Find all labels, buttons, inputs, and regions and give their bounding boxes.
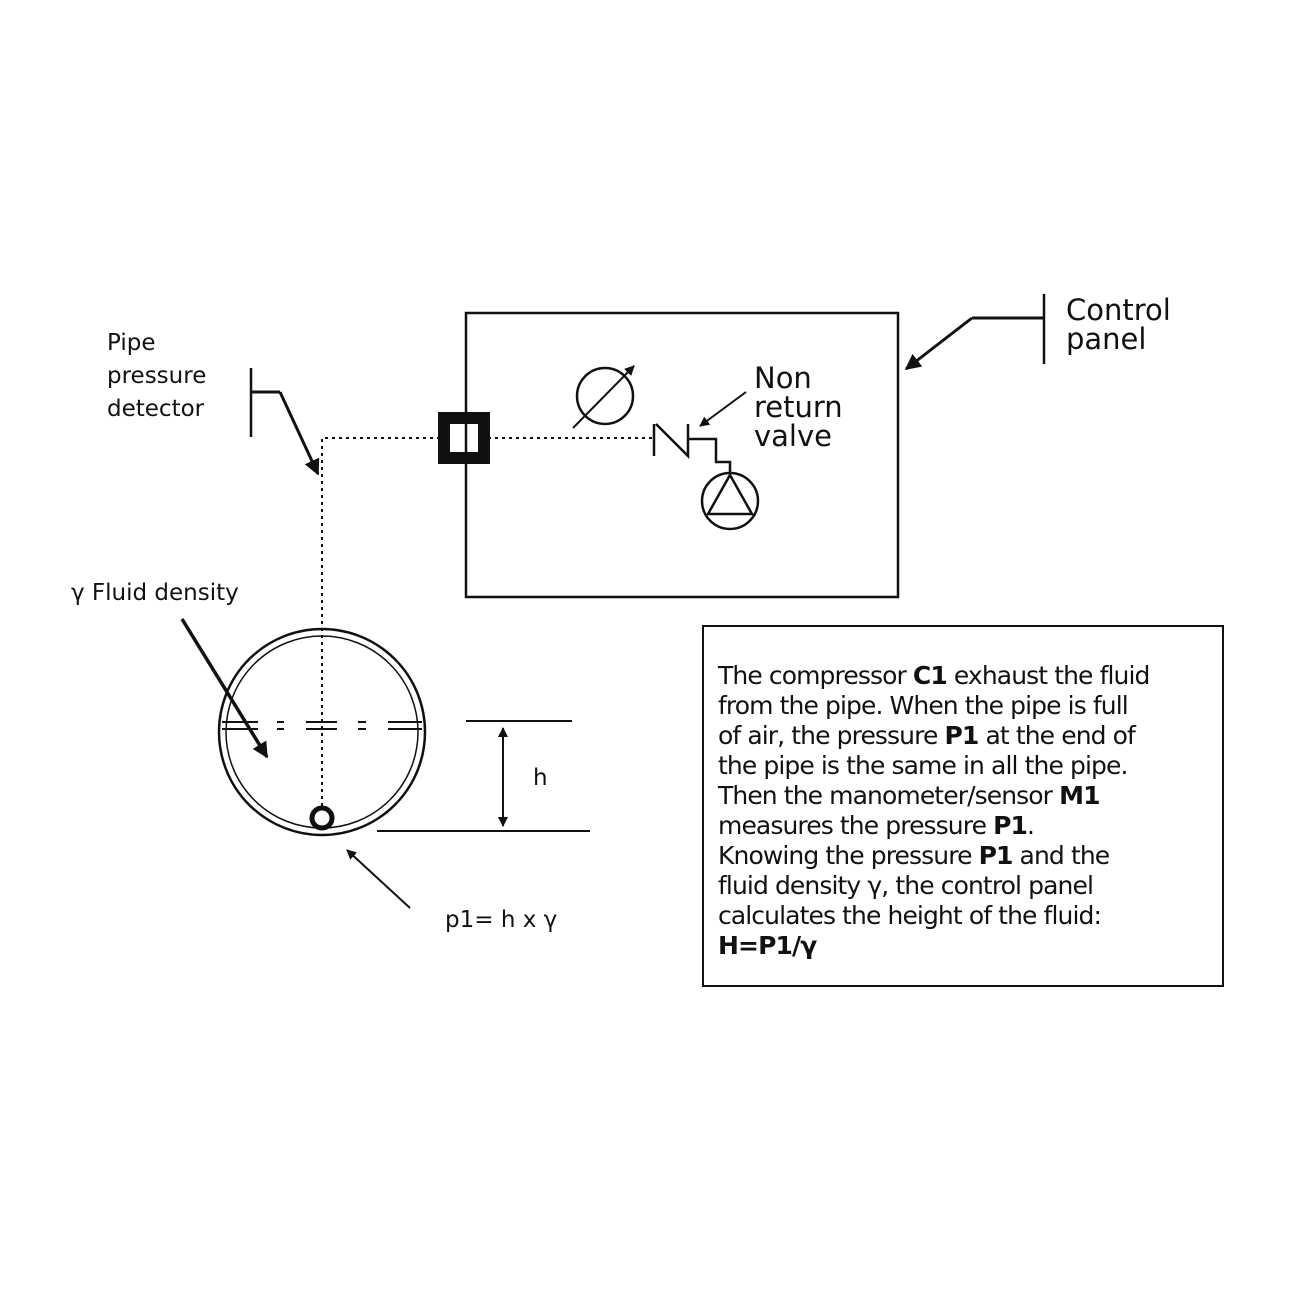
non-return-valve-icon — [652, 423, 732, 473]
info-line: of air, the pressure P1 at the end of — [718, 721, 1218, 751]
info-text-run: from the pipe. When the pipe is full — [718, 691, 1129, 720]
formula-label: p1= h x γ — [445, 907, 558, 933]
info-line: calculates the height of the fluid: — [718, 901, 1218, 931]
info-text-run: fluid density γ, the control panel — [718, 871, 1094, 900]
info-line: Knowing the pressure P1 and the — [718, 841, 1218, 871]
info-text-run: Knowing the pressure — [718, 841, 979, 870]
info-line: H=P1/γ — [718, 931, 1218, 961]
info-text-run: at the end of — [978, 721, 1135, 750]
info-term: P1 — [978, 841, 1014, 870]
non-return-valve-line-2: return — [754, 390, 843, 424]
pipe-pressure-detector-line-1: Pipe — [107, 330, 156, 356]
control-panel-box — [464, 311, 900, 599]
formula-arrow — [346, 849, 411, 909]
info-term: P1 — [944, 721, 980, 750]
info-text-run: the pipe is the same in all the pipe. — [718, 751, 1128, 780]
info-text-run: The compressor — [718, 661, 913, 690]
info-term: C1 — [912, 661, 948, 690]
info-text-run: measures the pressure — [718, 811, 994, 840]
height-label: h — [533, 765, 548, 791]
manometer-icon — [572, 365, 635, 429]
non-return-valve-arrow — [699, 391, 747, 427]
control-panel-line-1: Control — [1066, 293, 1171, 327]
connector-square — [438, 412, 490, 464]
non-return-valve-line-1: Non — [754, 361, 812, 395]
compressor-icon — [700, 471, 760, 531]
dotted-sensing-line — [321, 437, 652, 806]
info-text-run: . — [1027, 811, 1035, 840]
info-text-run: exhaust the fluid — [946, 661, 1151, 690]
fluid-density-label: γ Fluid density — [71, 580, 239, 606]
non-return-valve-label: Non return valve — [754, 364, 843, 451]
pipe-pressure-detector-leader — [249, 368, 320, 476]
info-term: P1 — [993, 811, 1028, 840]
control-panel-leader — [904, 294, 1046, 371]
control-panel-label: Control panel — [1066, 296, 1171, 354]
non-return-valve-line-3: valve — [754, 419, 832, 453]
info-text-run: of air, the pressure — [718, 721, 945, 750]
info-line: measures the pressure P1. — [718, 811, 1218, 841]
fluid-level-line — [222, 721, 422, 730]
control-panel-line-2: panel — [1066, 322, 1147, 356]
info-term: H=P1/γ — [718, 931, 817, 960]
info-text-run: and the — [1012, 841, 1111, 870]
fluid-density-arrow — [180, 618, 269, 759]
info-line: the pipe is the same in all the pipe. — [718, 751, 1218, 781]
pressure-sensor-point — [309, 805, 335, 831]
info-line: fluid density γ, the control panel — [718, 871, 1218, 901]
pipe-pressure-detector-label: Pipe pressure detector — [107, 327, 206, 426]
pipe-pressure-detector-line-3: detector — [107, 396, 205, 422]
height-dimension — [377, 720, 590, 832]
info-text-run: calculates the height of the fluid: — [718, 901, 1102, 930]
info-term: M1 — [1059, 781, 1100, 810]
info-text-run: Then the manometer/sensor — [718, 781, 1060, 810]
info-line: from the pipe. When the pipe is full — [718, 691, 1218, 721]
info-line: Then the manometer/sensor M1 — [718, 781, 1218, 811]
pipe-pressure-detector-line-2: pressure — [107, 363, 207, 389]
info-line: The compressor C1 exhaust the fluid — [718, 661, 1218, 691]
